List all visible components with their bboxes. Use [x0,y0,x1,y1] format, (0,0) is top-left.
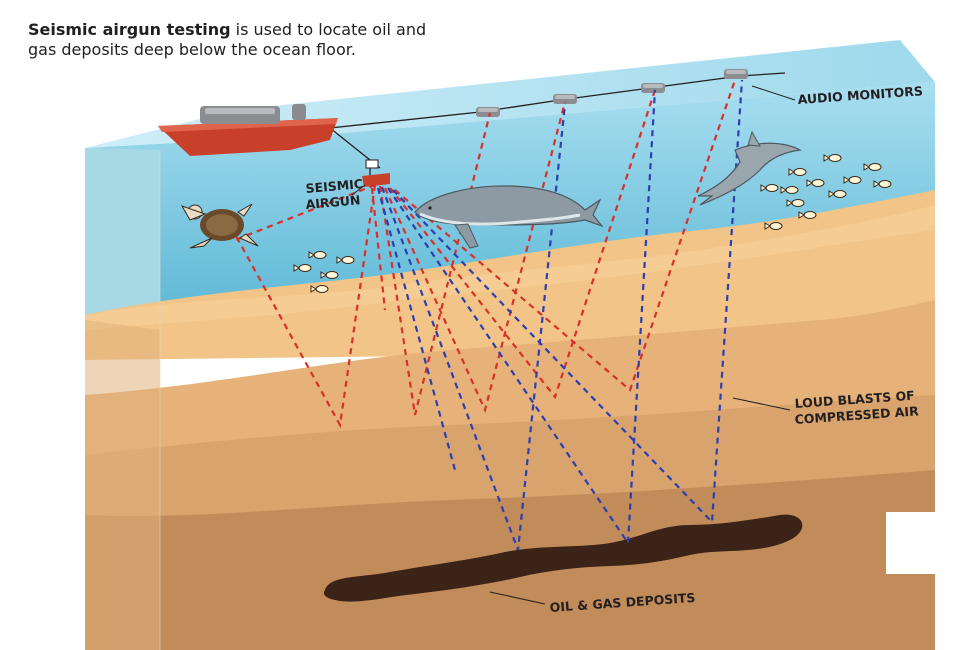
caption-bold: Seismic airgun testing [28,20,231,39]
red-ray [229,184,377,429]
blue-ray [380,103,567,551]
red-ray [378,112,492,416]
leader-deposits [489,591,546,605]
notch [886,512,946,574]
fish [336,256,355,264]
fish [873,180,892,188]
oil-gas-deposit [323,514,803,602]
fish [823,154,842,162]
fish [320,271,339,279]
fish [806,179,825,187]
red-ray [370,187,387,311]
sea-turtle [180,203,259,249]
audio-monitor [724,69,748,79]
fish [764,222,783,230]
fish [310,285,329,293]
water-side [85,148,160,330]
fish [786,199,805,207]
audio-monitor [553,94,577,104]
caption-rest: is used to locate oil and gas deposits d… [28,20,427,59]
dolphin [697,130,802,206]
red-ray [389,89,657,400]
fish [798,211,817,219]
label-airgun-line1: SEISMIC [305,176,364,196]
diagram-caption: Seismic airgun testing is used to locate… [28,20,448,60]
fish [788,168,807,176]
red-ray [394,79,737,392]
sand-top [85,205,935,330]
survey-ship [158,104,338,156]
leader-airgun [351,184,366,196]
fish [760,184,779,192]
audio-monitor [476,107,500,117]
fish [780,186,799,194]
seismic-airgun [362,159,390,187]
humpback-whale [414,185,604,249]
leader-blasts [732,397,791,411]
fish [843,176,862,184]
red-ray [234,183,376,242]
fish [293,264,312,272]
blue-ray [376,187,457,471]
fish [828,190,847,198]
audio-monitor [641,83,665,93]
strata-side [85,320,160,650]
fish [863,163,882,171]
leader-audio-monitors [751,85,796,101]
label-airgun-line2: AIRGUN [305,192,361,212]
fish [308,251,327,259]
blue-ray [387,89,657,547]
